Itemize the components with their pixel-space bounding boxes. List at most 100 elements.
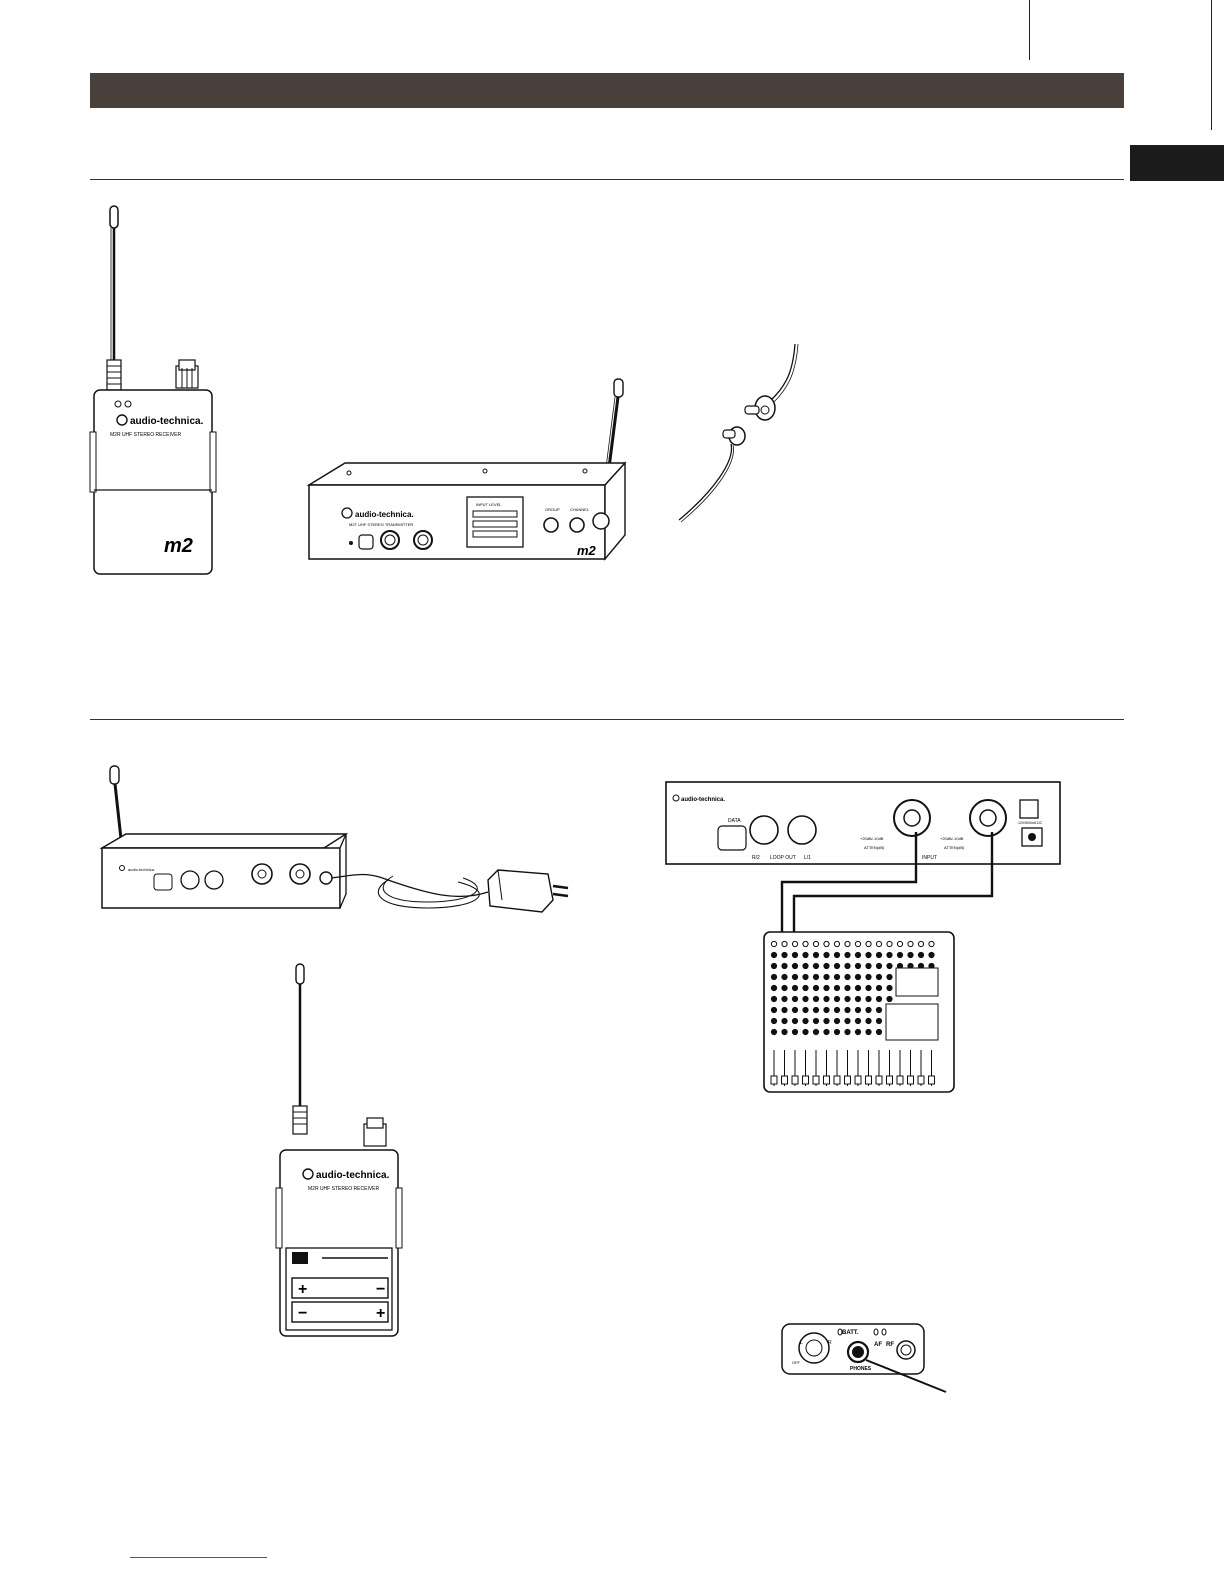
- mixer-knob: [844, 951, 851, 959]
- svg-text:CHANNEL: CHANNEL: [570, 507, 590, 512]
- mixer-fader: [812, 1075, 820, 1085]
- svg-text:audio-technica.: audio-technica.: [681, 797, 725, 803]
- mixer-fader: [791, 1075, 799, 1085]
- section-header-bar: [90, 73, 1124, 108]
- svg-text:ATTEN(dB): ATTEN(dB): [944, 845, 965, 850]
- mixer-knob: [770, 1017, 778, 1025]
- svg-text:INPUT LEVEL: INPUT LEVEL: [476, 502, 502, 507]
- transmitter-rear-with-adapter-illustration: audio-technica.: [99, 765, 569, 913]
- mixer-fader: [875, 1075, 883, 1085]
- audio-cables-illustration: [780, 832, 994, 940]
- mixer-knob: [844, 962, 851, 970]
- svg-text:BATT.: BATT.: [842, 1330, 859, 1336]
- mixer-fader: [823, 1075, 830, 1085]
- mixer-knob: [875, 1028, 883, 1036]
- mixer-knob: [854, 1028, 862, 1036]
- mixer-knob: [896, 951, 904, 959]
- mixer-knob: [781, 1006, 788, 1014]
- section-divider: [90, 719, 1124, 720]
- mixer-knob: [823, 973, 830, 981]
- mixer-knob: [812, 962, 820, 970]
- mixer-knob: [875, 951, 883, 959]
- mixer-knob: [928, 951, 935, 959]
- mixer-knob: [791, 973, 799, 981]
- mixer-knob: [770, 940, 778, 948]
- mixer-fader: [865, 1075, 872, 1085]
- mixer-knob: [770, 995, 778, 1003]
- svg-text:m2: m2: [577, 543, 597, 558]
- transmitter-front-illustration: audio-technica. M2T UHF STEREO TRANSMITT…: [306, 378, 627, 561]
- mixer-knob: [833, 951, 841, 959]
- mixer-knob: [865, 973, 872, 981]
- svg-text:+: +: [376, 1305, 385, 1322]
- svg-text:audio-technica.: audio-technica.: [355, 510, 414, 519]
- mixer-knob: [844, 995, 851, 1003]
- crop-mark: [1211, 0, 1212, 130]
- mixer-knob: [770, 1006, 778, 1014]
- mixer-knob: [865, 1017, 872, 1025]
- mixer-knob: [791, 1017, 799, 1025]
- mixer-knob: [833, 984, 841, 992]
- mixer-knob: [865, 1006, 872, 1014]
- mixer-knob: [865, 962, 872, 970]
- mixer-knob: [896, 940, 904, 948]
- mixer-knob: [781, 995, 788, 1003]
- svg-text:ATTEN(dB): ATTEN(dB): [864, 845, 885, 850]
- mixer-knob: [833, 962, 841, 970]
- mixer-knob: [854, 1006, 862, 1014]
- mixer-knob: [770, 984, 778, 992]
- mixer-knob: [854, 940, 862, 948]
- svg-text:+20dB/-10dB: +20dB/-10dB: [940, 836, 964, 841]
- language-side-tab: [1130, 145, 1224, 181]
- mixer-knob: [802, 984, 809, 992]
- mixer-knob: [781, 940, 788, 948]
- mixer-knob: [770, 951, 778, 959]
- mixer-knob: [812, 1028, 820, 1036]
- earphones-illustration: [678, 343, 799, 523]
- receiver-top-panel-illustration: L R OFF BATT. AF RF PHONES: [781, 1323, 947, 1393]
- svg-text:PHONES: PHONES: [850, 1366, 872, 1372]
- mixer-knob: [823, 984, 830, 992]
- receiver-model-line: M2R UHF STEREO RECEIVER: [110, 432, 182, 438]
- svg-text:−: −: [376, 1281, 385, 1298]
- mixer-knob: [781, 1028, 788, 1036]
- mixer-knob: [833, 1006, 841, 1014]
- mixer-knob: [823, 962, 830, 970]
- mixer-knob: [865, 940, 872, 948]
- mixer-knob: [844, 984, 851, 992]
- mixer-knob: [854, 962, 862, 970]
- mixer-knob: [791, 962, 799, 970]
- mixer-knob: [875, 962, 883, 970]
- mixer-knob: [802, 1028, 809, 1036]
- mixer-knob: [791, 995, 799, 1003]
- svg-text:−: −: [298, 1305, 307, 1322]
- mixer-knob: [802, 962, 809, 970]
- mixer-knob: [875, 940, 883, 948]
- mixer-knob: [928, 940, 935, 948]
- mixer-knob: [886, 962, 893, 970]
- mixer-knob: [907, 940, 914, 948]
- mixer-knob: [781, 962, 788, 970]
- mixer-knob: [802, 995, 809, 1003]
- svg-text:AF: AF: [874, 1342, 882, 1348]
- mixer-knob: [823, 1006, 830, 1014]
- svg-text:RF: RF: [886, 1342, 894, 1348]
- section-divider: [90, 179, 1124, 180]
- mixer-knob: [823, 940, 830, 948]
- m2-logo: m2: [164, 535, 193, 557]
- mixer-knob: [844, 973, 851, 981]
- mixer-knob: [875, 984, 883, 992]
- mixer-knob: [886, 973, 893, 981]
- mixer-fader: [802, 1075, 809, 1085]
- svg-text:LOOP OUT: LOOP OUT: [770, 855, 796, 861]
- mixer-fader: [907, 1075, 914, 1085]
- mixer-knob: [791, 1006, 799, 1014]
- mixer-knob: [823, 995, 830, 1003]
- mixer-knob: [781, 1017, 788, 1025]
- mixer-knob: [823, 1028, 830, 1036]
- footer-link-underline[interactable]: [130, 1557, 267, 1558]
- mixer-knob: [802, 940, 809, 948]
- mixer-knob: [812, 951, 820, 959]
- mixer-knob: [812, 973, 820, 981]
- mixer-knob: [865, 995, 872, 1003]
